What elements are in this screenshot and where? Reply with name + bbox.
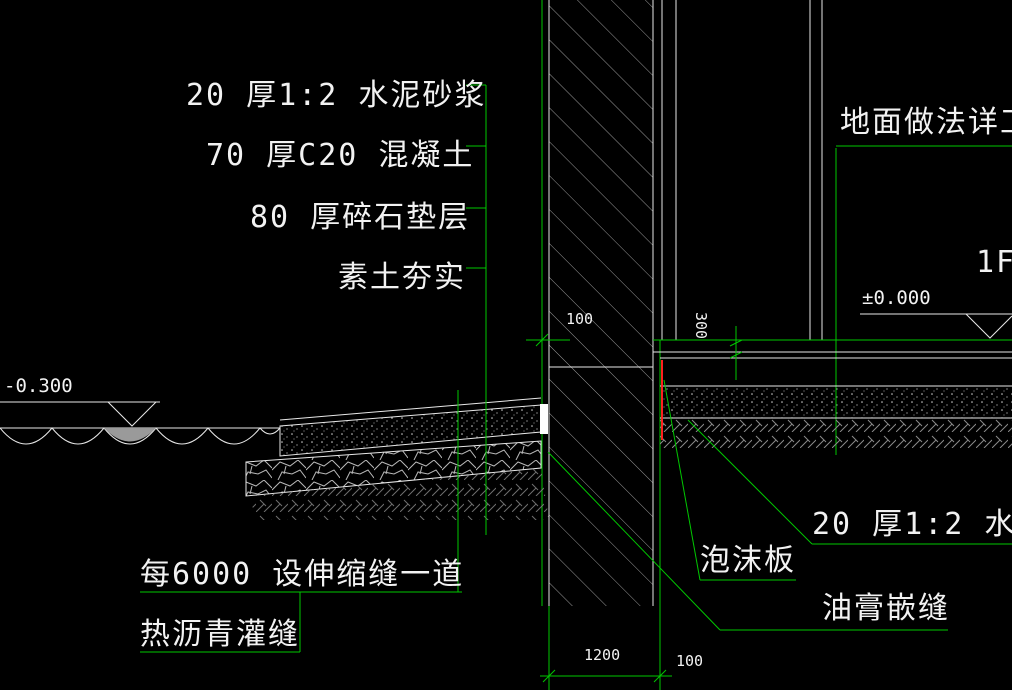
label-expansion-joint: 每6000 设伸缩缝一道 — [140, 557, 464, 592]
dimension-lines: 100 1200 100 300 — [526, 310, 743, 683]
floor-detail-callout: 地面做法详工 — [836, 105, 1012, 147]
right-callouts: 20 厚1:2 水泥 泡沫板 油膏嵌缝 — [547, 379, 1012, 631]
label-concrete: 70 厚C20 混凝土 — [206, 138, 474, 173]
label-mortar-right: 20 厚1:2 水泥 — [812, 507, 1012, 542]
dim-small: 300 — [692, 312, 710, 339]
dim-gap-top: 100 — [566, 310, 593, 328]
outdoor-apron — [245, 397, 549, 520]
wall-section — [541, 0, 661, 690]
joint-callout-left: 每6000 设伸缩缝一道 热沥青灌缝 — [140, 390, 464, 653]
elevation-indoor-text: ±0.000 — [862, 287, 931, 309]
label-soil: 素土夯实 — [338, 260, 466, 295]
label-asphalt-joint: 热沥青灌缝 — [140, 617, 300, 652]
upper-structure — [661, 0, 837, 455]
label-mortar-left: 20 厚1:2 水泥砂浆 — [186, 78, 486, 113]
outdoor-ground — [0, 427, 281, 445]
label-foam-board: 泡沫板 — [700, 543, 796, 578]
floor-level-text: 1F — [976, 245, 1012, 280]
label-floor-detail: 地面做法详工 — [840, 105, 1012, 140]
elevation-outdoor-text: -0.300 — [4, 375, 73, 397]
indoor-floor — [653, 339, 1012, 449]
elevation-marker-indoor: ±0.000 1F — [860, 245, 1012, 339]
layer-callout-left: 20 厚1:2 水泥砂浆 70 厚C20 混凝土 80 厚碎石垫层 素土夯实 — [186, 78, 487, 535]
elevation-marker-outdoor: -0.300 — [0, 375, 160, 427]
dim-gap-bottom: 100 — [676, 652, 703, 670]
label-gravel: 80 厚碎石垫层 — [250, 200, 470, 235]
label-grease-joint: 油膏嵌缝 — [822, 591, 950, 626]
dim-wall-width: 1200 — [584, 646, 620, 664]
asphalt-joint-fill — [540, 404, 548, 434]
